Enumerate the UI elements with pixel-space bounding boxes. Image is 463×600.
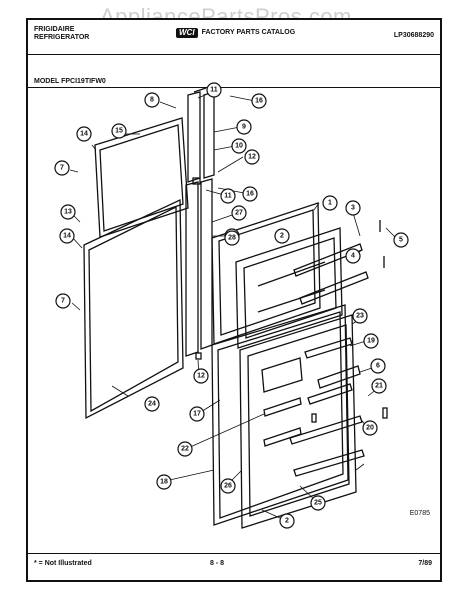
callout-12b: 12 (193, 368, 209, 384)
callout-26: 26 (220, 478, 236, 494)
svg-text:3: 3 (351, 205, 355, 212)
callout-15: 15 (111, 123, 127, 139)
callout-1: 1 (322, 195, 338, 211)
svg-text:13: 13 (64, 209, 72, 216)
door-hardware (192, 177, 388, 423)
catalog-title: FACTORY PARTS CATALOG (201, 29, 296, 36)
svg-text:8: 8 (150, 97, 154, 104)
callout-28: 28 (224, 230, 240, 246)
svg-text:28: 28 (228, 235, 236, 242)
svg-text:6: 6 (376, 363, 380, 370)
footer-date: 7/89 (418, 560, 432, 567)
catalog-part-number: LP30688290 (393, 32, 434, 39)
svg-text:23: 23 (356, 313, 364, 320)
freezer-door (211, 202, 321, 345)
callout-10: 10 (231, 138, 247, 154)
callout-7b: 7 (55, 293, 71, 309)
freezer-door-gasket (94, 117, 189, 238)
svg-text:24: 24 (148, 401, 156, 408)
svg-text:17: 17 (193, 411, 201, 418)
svg-text:18: 18 (160, 479, 168, 486)
callout-8: 8 (144, 92, 160, 108)
callout-16b: 16 (242, 186, 258, 202)
svg-text:26: 26 (224, 483, 232, 490)
callout-2c: 2 (279, 513, 295, 529)
wci-logo: WCI (176, 28, 198, 38)
callout-7a: 7 (54, 160, 70, 176)
callout-14b: 14 (59, 228, 75, 244)
callout-17: 17 (189, 406, 205, 422)
svg-text:22: 22 (181, 446, 189, 453)
product-type: REFRIGERATOR (34, 34, 90, 41)
footer-note: * = Not Illustrated (34, 560, 92, 567)
callout-11b: 11 (220, 188, 236, 204)
callout-20: 20 (362, 420, 378, 436)
callout-18: 18 (156, 474, 172, 490)
callout-13: 13 (60, 204, 76, 220)
callout-14a: 14 (76, 126, 92, 142)
brand-block: FRIGIDAIRE REFRIGERATOR (34, 26, 89, 42)
callout-23: 23 (352, 308, 368, 324)
parts-diagram-frame: FRIGIDAIRE REFRIGERATOR WCI FACTORY PART… (26, 18, 442, 582)
brand-name: FRIGIDAIRE (34, 26, 75, 33)
svg-text:7: 7 (61, 298, 65, 305)
svg-text:16: 16 (246, 191, 254, 198)
svg-text:9: 9 (242, 124, 246, 131)
fresh-food-door-gasket (83, 198, 184, 420)
svg-text:4: 4 (351, 253, 355, 260)
svg-text:11: 11 (224, 193, 232, 200)
svg-text:2: 2 (285, 518, 289, 525)
callout-19: 19 (363, 333, 379, 349)
callout-21: 21 (371, 378, 387, 394)
callout-27: 27 (231, 205, 247, 221)
svg-text:14: 14 (63, 233, 71, 240)
catalog-title-block: WCI FACTORY PARTS CATALOG (176, 28, 295, 38)
svg-text:12: 12 (248, 154, 256, 161)
svg-text:2: 2 (280, 233, 284, 240)
svg-text:7: 7 (60, 165, 64, 172)
callout-24: 24 (144, 396, 160, 412)
callout-3: 3 (345, 200, 361, 216)
callout-bubbles: 1 2 2 2 3 4 5 6 7 7 8 9 10 11 11 12 12 1… (54, 82, 409, 529)
svg-text:15: 15 (115, 128, 123, 135)
svg-text:21: 21 (375, 383, 383, 390)
callout-11a: 11 (206, 82, 222, 98)
svg-text:19: 19 (367, 338, 375, 345)
svg-text:10: 10 (235, 143, 243, 150)
fresh-food-door-liner (239, 314, 357, 529)
callout-2a: 2 (274, 228, 290, 244)
svg-text:14: 14 (80, 131, 88, 138)
footer-page: 8 - 8 (210, 560, 225, 567)
callout-25: 25 (310, 495, 326, 511)
callout-16a: 16 (251, 93, 267, 109)
svg-text:27: 27 (235, 210, 243, 217)
figure-code: E0785 (409, 510, 430, 517)
model-label: MODEL FPCI19TIFW0 (34, 78, 106, 85)
svg-text:1: 1 (328, 200, 332, 207)
freezer-door-shelves (293, 220, 385, 305)
callout-22: 22 (177, 441, 193, 457)
callout-4: 4 (345, 248, 361, 264)
callout-5: 5 (393, 232, 409, 248)
header-rule (28, 54, 440, 55)
door-trim-strips (185, 87, 215, 357)
svg-text:25: 25 (314, 500, 322, 507)
model-rule (28, 87, 440, 88)
svg-text:5: 5 (399, 237, 403, 244)
fresh-food-door (211, 304, 349, 526)
svg-text:11: 11 (210, 87, 218, 94)
footer-rule (28, 553, 440, 554)
callout-6: 6 (370, 358, 386, 374)
svg-text:20: 20 (366, 425, 374, 432)
svg-text:12: 12 (197, 373, 205, 380)
callout-9: 9 (236, 119, 252, 135)
svg-text:16: 16 (255, 98, 263, 105)
fresh-food-door-shelves (263, 337, 365, 477)
callout-12a: 12 (244, 149, 260, 165)
